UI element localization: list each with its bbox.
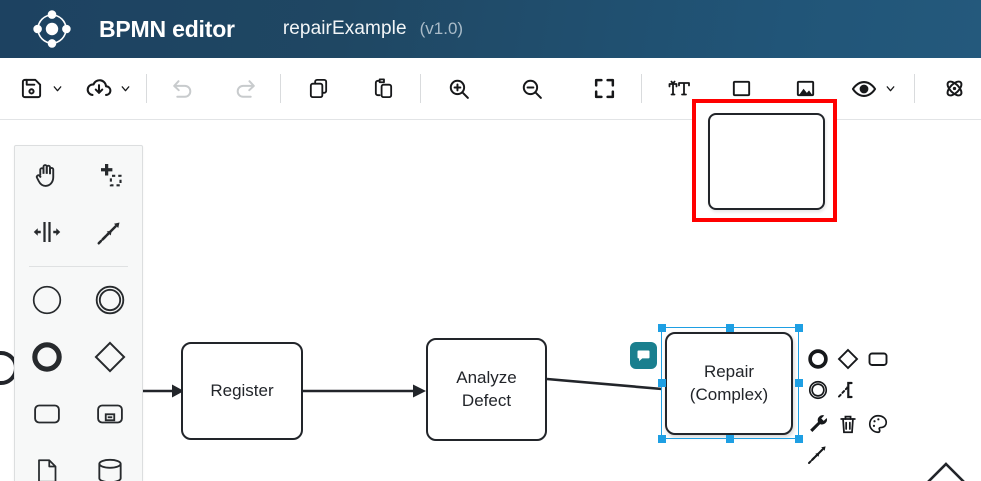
palette-tools-group bbox=[15, 146, 142, 260]
context-delete[interactable] bbox=[833, 410, 863, 438]
palette-elements-group bbox=[15, 271, 142, 481]
context-set-color[interactable] bbox=[863, 410, 893, 438]
redo-button[interactable] bbox=[228, 72, 262, 106]
palette-intermediate-event[interactable] bbox=[79, 271, 143, 328]
save-button[interactable] bbox=[14, 72, 48, 106]
view-dropdown-chevron-down-icon[interactable] bbox=[882, 74, 899, 104]
task-repair-complex[interactable]: Repair (Complex) bbox=[665, 332, 793, 435]
task-analyze-defect-label-line1: Analyze bbox=[456, 367, 517, 387]
context-append-gateway[interactable] bbox=[833, 345, 863, 373]
task-register[interactable]: Register bbox=[181, 342, 303, 440]
sequence-flow-register-analyze[interactable] bbox=[303, 378, 433, 398]
palette-start-event[interactable] bbox=[15, 271, 79, 328]
palette-end-event[interactable] bbox=[15, 328, 79, 385]
palette-data-object[interactable] bbox=[15, 442, 79, 481]
context-append-end-event[interactable] bbox=[803, 345, 833, 373]
document-name: repairExample bbox=[282, 18, 407, 39]
palette-gateway[interactable] bbox=[79, 328, 143, 385]
toolbar-separator bbox=[420, 74, 421, 103]
save-dropdown-chevron-down-icon[interactable] bbox=[49, 74, 66, 104]
task-repair-complex-label-line1: Repair bbox=[703, 361, 755, 381]
linter-button[interactable] bbox=[937, 72, 971, 106]
palette-lasso-tool[interactable] bbox=[79, 146, 143, 203]
view-options-button[interactable] bbox=[847, 72, 881, 106]
comment-badge[interactable] bbox=[630, 342, 657, 369]
context-append-text-annotation[interactable] bbox=[833, 376, 863, 404]
palette-divider bbox=[29, 266, 128, 267]
context-change-type[interactable] bbox=[803, 410, 833, 438]
resize-handle-s[interactable] bbox=[726, 435, 734, 443]
resize-handle-sw[interactable] bbox=[658, 435, 666, 443]
undo-button[interactable] bbox=[165, 72, 199, 106]
element-palette bbox=[14, 145, 143, 481]
toolbar-separator bbox=[146, 74, 147, 103]
palette-task[interactable] bbox=[15, 385, 79, 442]
export-svg-button[interactable] bbox=[724, 72, 758, 106]
task-analyze-defect-label-line2: Defect bbox=[461, 390, 512, 410]
resize-handle-se[interactable] bbox=[795, 435, 803, 443]
export-preview-frame bbox=[708, 113, 825, 210]
zoom-in-button[interactable] bbox=[441, 72, 475, 106]
fit-viewport-button[interactable] bbox=[587, 72, 621, 106]
palette-space-tool[interactable] bbox=[15, 203, 79, 260]
palette-hand-tool[interactable] bbox=[15, 146, 79, 203]
palette-subprocess[interactable] bbox=[79, 385, 143, 442]
context-connect[interactable] bbox=[803, 440, 833, 468]
toolbar-separator bbox=[914, 74, 915, 103]
highlighted-export-preview[interactable] bbox=[692, 99, 837, 222]
palette-data-store[interactable] bbox=[79, 442, 143, 481]
export-png-button[interactable] bbox=[788, 72, 822, 106]
task-analyze-defect[interactable]: Analyze Defect bbox=[426, 338, 547, 441]
text-size-button[interactable] bbox=[662, 72, 696, 106]
task-repair-complex-label-line2: (Complex) bbox=[689, 384, 769, 404]
app-header: BPMN editor repairExample (v1.0) bbox=[0, 0, 981, 58]
resize-handle-nw[interactable] bbox=[658, 324, 666, 332]
context-append-intermediate[interactable] bbox=[803, 376, 833, 404]
task-register-label: Register bbox=[210, 380, 274, 400]
app-title: BPMN editor bbox=[99, 15, 235, 42]
resize-handle-n[interactable] bbox=[726, 324, 734, 332]
resize-handle-e[interactable] bbox=[795, 379, 803, 387]
zoom-out-button[interactable] bbox=[514, 72, 548, 106]
bpmn-node-logo-icon bbox=[30, 7, 74, 51]
toolbar-separator bbox=[641, 74, 642, 103]
download-dropdown-chevron-down-icon[interactable] bbox=[117, 74, 134, 104]
toolbar-separator bbox=[280, 74, 281, 103]
download-button[interactable] bbox=[82, 72, 116, 106]
sequence-flow-analyze-repair[interactable] bbox=[546, 365, 667, 395]
copy-button[interactable] bbox=[301, 72, 335, 106]
resize-handle-ne[interactable] bbox=[795, 324, 803, 332]
resize-handle-w[interactable] bbox=[658, 379, 666, 387]
document-version: (v1.0) bbox=[419, 19, 464, 38]
palette-connect-tool[interactable] bbox=[79, 203, 143, 260]
exclusive-gateway[interactable] bbox=[900, 456, 981, 481]
paste-button[interactable] bbox=[366, 72, 400, 106]
context-append-task[interactable] bbox=[863, 345, 893, 373]
